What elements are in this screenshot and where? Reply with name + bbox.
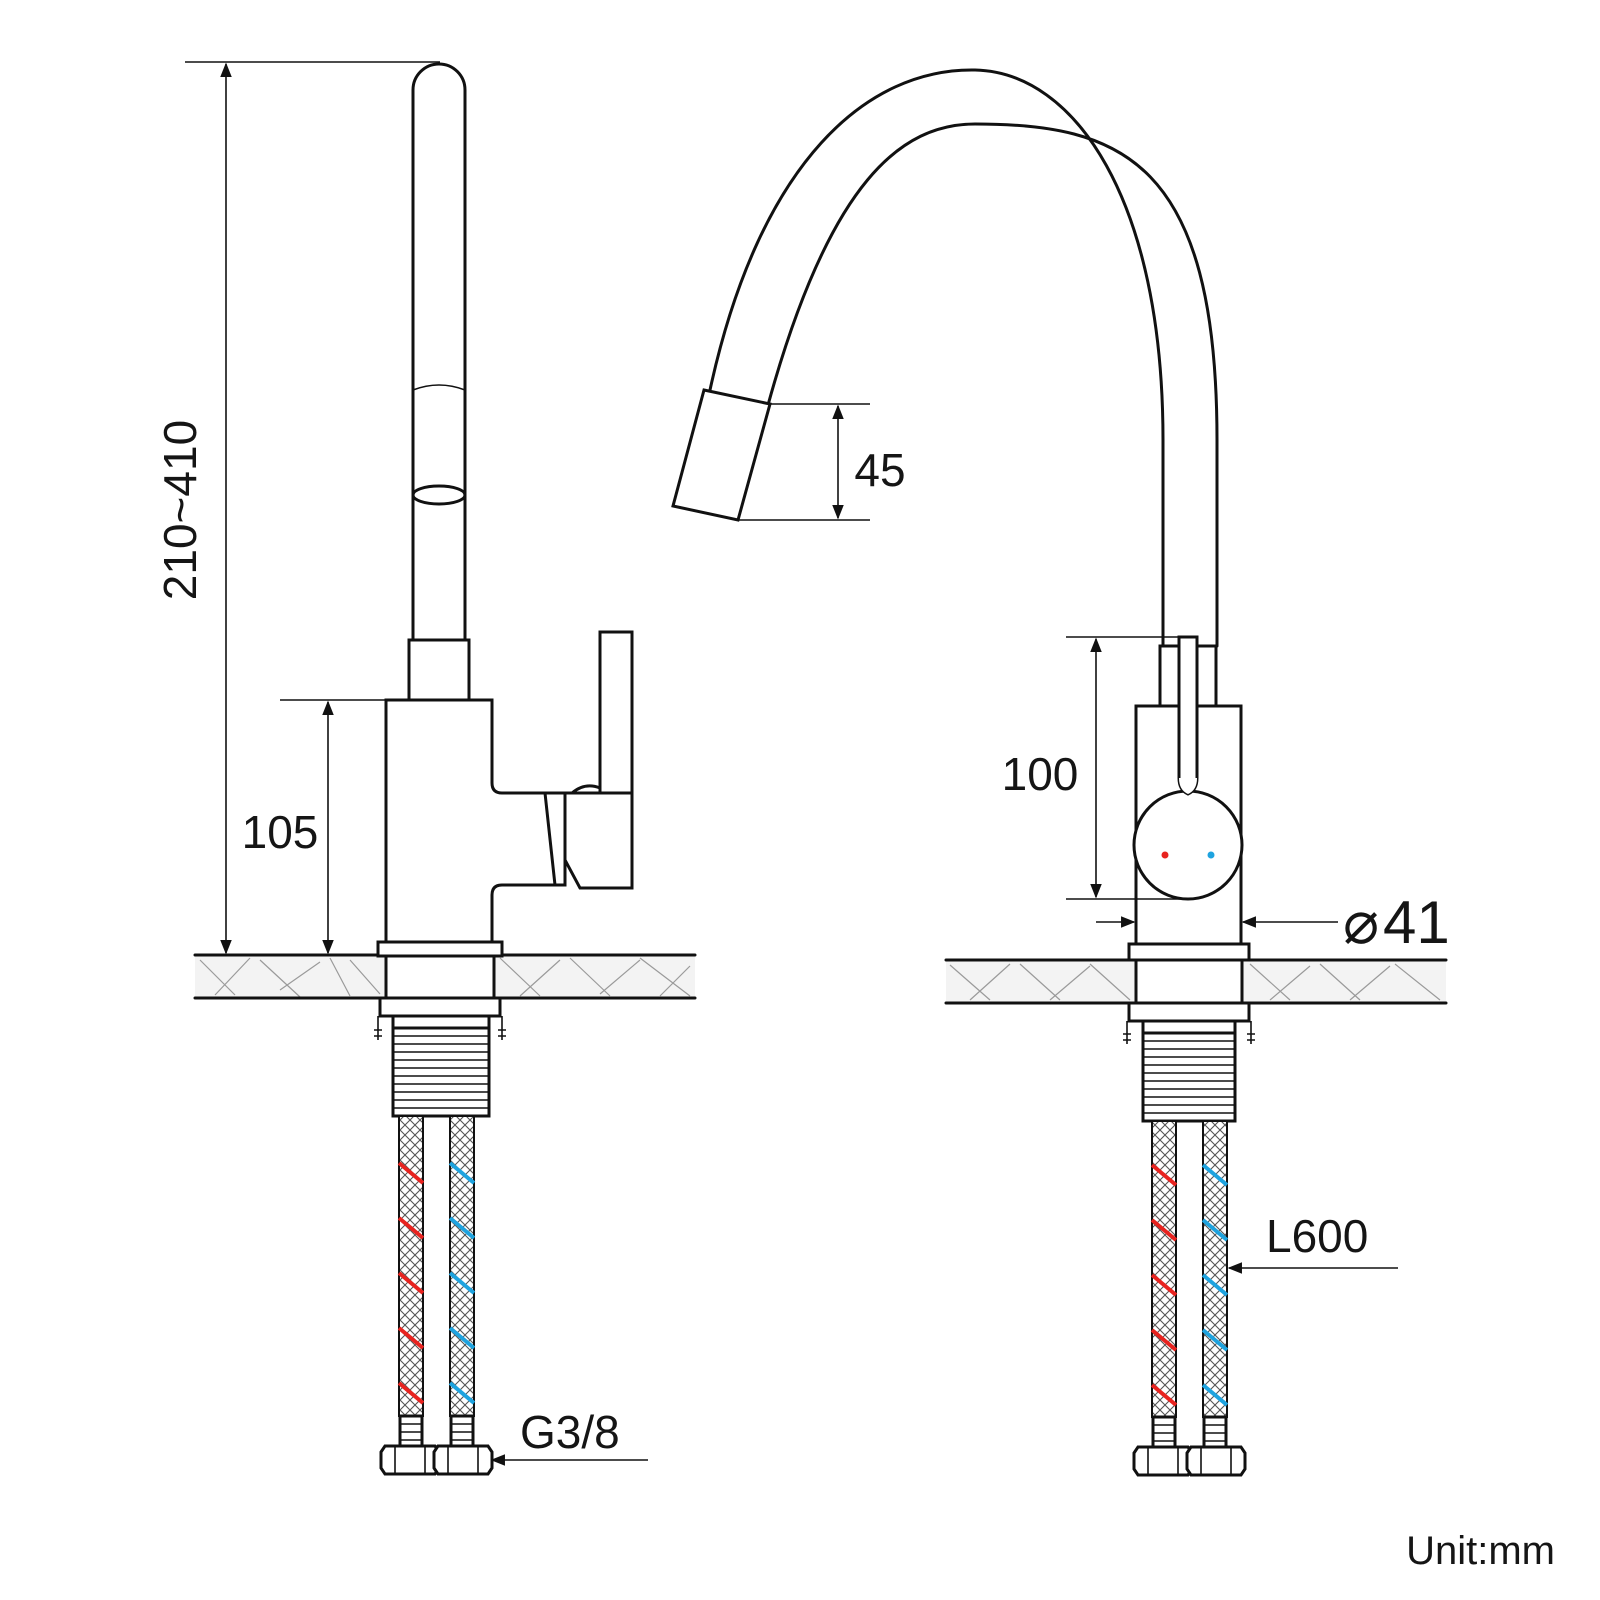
left-height-dimension: 210~410: [154, 61, 440, 955]
left-body-dimension: 105: [242, 699, 386, 955]
left-body: [374, 630, 634, 1118]
right-gooseneck-spout: [671, 68, 1219, 648]
right-front-view: 45 100 ⌀ 41 L600: [671, 68, 1450, 1477]
diameter-label: 41: [1383, 889, 1450, 956]
right-body-dimension: 100: [1002, 636, 1188, 900]
left-body-label: 105: [242, 806, 319, 858]
diameter-dimension: ⌀ 41: [1096, 889, 1450, 956]
left-side-view: 210~410 105 G3/8: [154, 61, 697, 1476]
left-spout: [411, 62, 467, 642]
left-height-label: 210~410: [154, 420, 206, 600]
right-hoses: [1132, 1120, 1247, 1477]
left-hoses: [379, 1115, 494, 1476]
hose-length-callout: L600: [1227, 1210, 1398, 1274]
thread-label: G3/8: [520, 1406, 620, 1458]
thread-callout: G3/8: [490, 1406, 648, 1466]
diameter-symbol: ⌀: [1343, 889, 1379, 956]
unit-label: Unit:mm: [1406, 1529, 1555, 1573]
hose-length-label: L600: [1266, 1210, 1368, 1262]
blue-dot-icon: [1207, 851, 1215, 859]
right-body: [1123, 635, 1255, 1123]
spout-head-dimension: 45: [738, 403, 906, 521]
red-dot-icon: [1161, 851, 1169, 859]
spout-head-label: 45: [854, 444, 905, 496]
right-body-label: 100: [1002, 748, 1079, 800]
